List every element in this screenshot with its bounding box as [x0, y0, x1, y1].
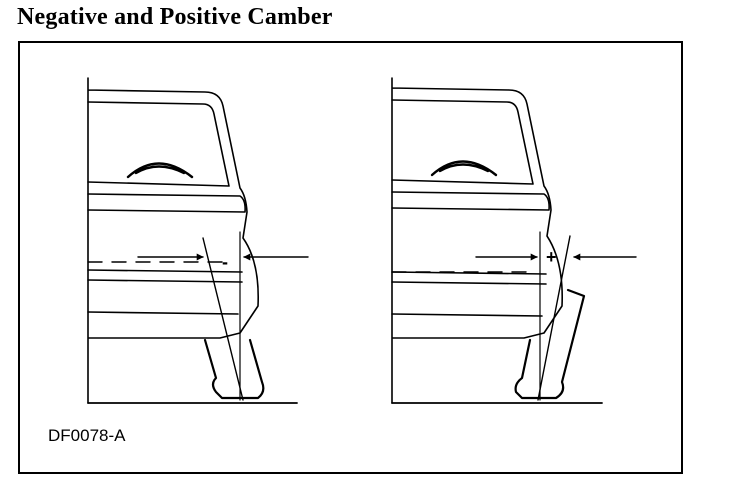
- rear-window: [87, 101, 230, 187]
- body-trim: [391, 271, 547, 317]
- tire: [514, 288, 586, 400]
- body-trim: [87, 269, 243, 315]
- tire: [203, 338, 265, 400]
- bumper-upper: [391, 191, 550, 211]
- page-title: Negative and Positive Camber: [17, 4, 333, 30]
- negative-camber-illustration: [87, 77, 309, 404]
- rear-window: [391, 99, 534, 185]
- positive-camber-illustration: [391, 77, 637, 404]
- negative-sign-label: -: [222, 252, 228, 272]
- bumper-upper: [87, 193, 246, 213]
- positive-sign-label: +: [546, 247, 557, 267]
- headrest: [430, 160, 498, 177]
- headrest: [126, 162, 194, 179]
- vehicle-body: [87, 77, 260, 404]
- vehicle-body: [391, 77, 564, 404]
- camber-angle-line: [537, 235, 571, 401]
- figure-id: DF0078-A: [48, 426, 126, 445]
- figure-frame: [18, 41, 683, 474]
- camber-angle-line: [202, 237, 244, 401]
